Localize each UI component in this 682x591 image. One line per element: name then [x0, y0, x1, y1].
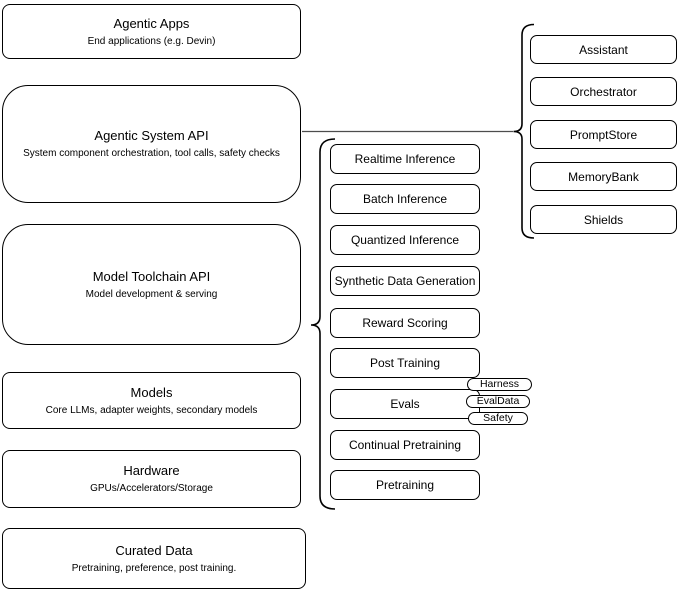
node-subtitle: Model development & serving: [85, 288, 218, 300]
pill-label: EvalData: [476, 395, 520, 408]
node-label: Pretraining: [375, 478, 435, 492]
pill-label: Harness: [479, 378, 520, 391]
node-label: Continual Pretraining: [348, 438, 462, 452]
node-subtitle: End applications (e.g. Devin): [87, 35, 216, 47]
node-title: Model Toolchain API: [92, 268, 211, 284]
toolchain-components-brace: [310, 138, 336, 510]
node-orchestrator: Orchestrator: [530, 77, 677, 106]
node-memorybank: MemoryBank: [530, 162, 677, 191]
node-label: Orchestrator: [570, 84, 637, 99]
node-label: Quantized Inference: [350, 233, 460, 247]
node-label: PromptStore: [569, 127, 638, 142]
node-subtitle: GPUs/Accelerators/Storage: [90, 483, 213, 494]
node-title: Agentic Apps: [113, 15, 190, 31]
node-shields: Shields: [530, 205, 677, 234]
node-title: Hardware: [123, 463, 180, 478]
node-label: Evals: [390, 397, 420, 411]
node-label: MemoryBank: [568, 169, 639, 184]
node-synthetic-data-generation: Synthetic Data Generation: [330, 266, 480, 296]
node-subtitle: Core LLMs, adapter weights, secondary mo…: [45, 404, 258, 416]
node-subtitle: Pretraining, preference, post training.: [71, 562, 237, 574]
node-label: Synthetic Data Generation: [334, 274, 476, 288]
node-evals: Evals: [330, 389, 480, 419]
node-label: Batch Inference: [362, 192, 448, 206]
node-title: Curated Data: [115, 542, 193, 558]
node-label: Realtime Inference: [354, 152, 456, 166]
node-hardware: Hardware GPUs/Accelerators/Storage: [2, 450, 301, 508]
pill-safety: Safety: [468, 412, 528, 425]
node-curated-data: Curated Data Pretraining, preference, po…: [2, 528, 306, 589]
node-batch-inference: Batch Inference: [330, 184, 480, 214]
node-assistant: Assistant: [530, 35, 677, 64]
node-pretraining: Pretraining: [330, 470, 480, 500]
node-promptstore: PromptStore: [530, 120, 677, 149]
node-continual-pretraining: Continual Pretraining: [330, 430, 480, 460]
node-title: Models: [130, 384, 173, 400]
system-components-brace: [513, 23, 535, 239]
pill-harness: Harness: [467, 378, 532, 391]
node-model-toolchain-api: Model Toolchain API Model development & …: [2, 224, 301, 345]
node-title: Agentic System API: [94, 128, 209, 143]
node-agentic-system-api: Agentic System API System component orch…: [2, 85, 301, 203]
node-label: Post Training: [369, 356, 441, 370]
node-subtitle: System component orchestration, tool cal…: [23, 148, 280, 159]
node-label: Assistant: [579, 42, 628, 57]
node-reward-scoring: Reward Scoring: [330, 308, 480, 338]
node-realtime-inference: Realtime Inference: [330, 144, 480, 174]
pill-evaldata: EvalData: [466, 395, 530, 408]
node-quantized-inference: Quantized Inference: [330, 225, 480, 255]
node-post-training: Post Training: [330, 348, 480, 378]
node-agentic-apps: Agentic Apps End applications (e.g. Devi…: [2, 4, 301, 59]
node-label: Reward Scoring: [362, 316, 448, 330]
pill-label: Safety: [483, 412, 513, 425]
node-label: Shields: [583, 212, 624, 227]
node-models: Models Core LLMs, adapter weights, secon…: [2, 372, 301, 429]
